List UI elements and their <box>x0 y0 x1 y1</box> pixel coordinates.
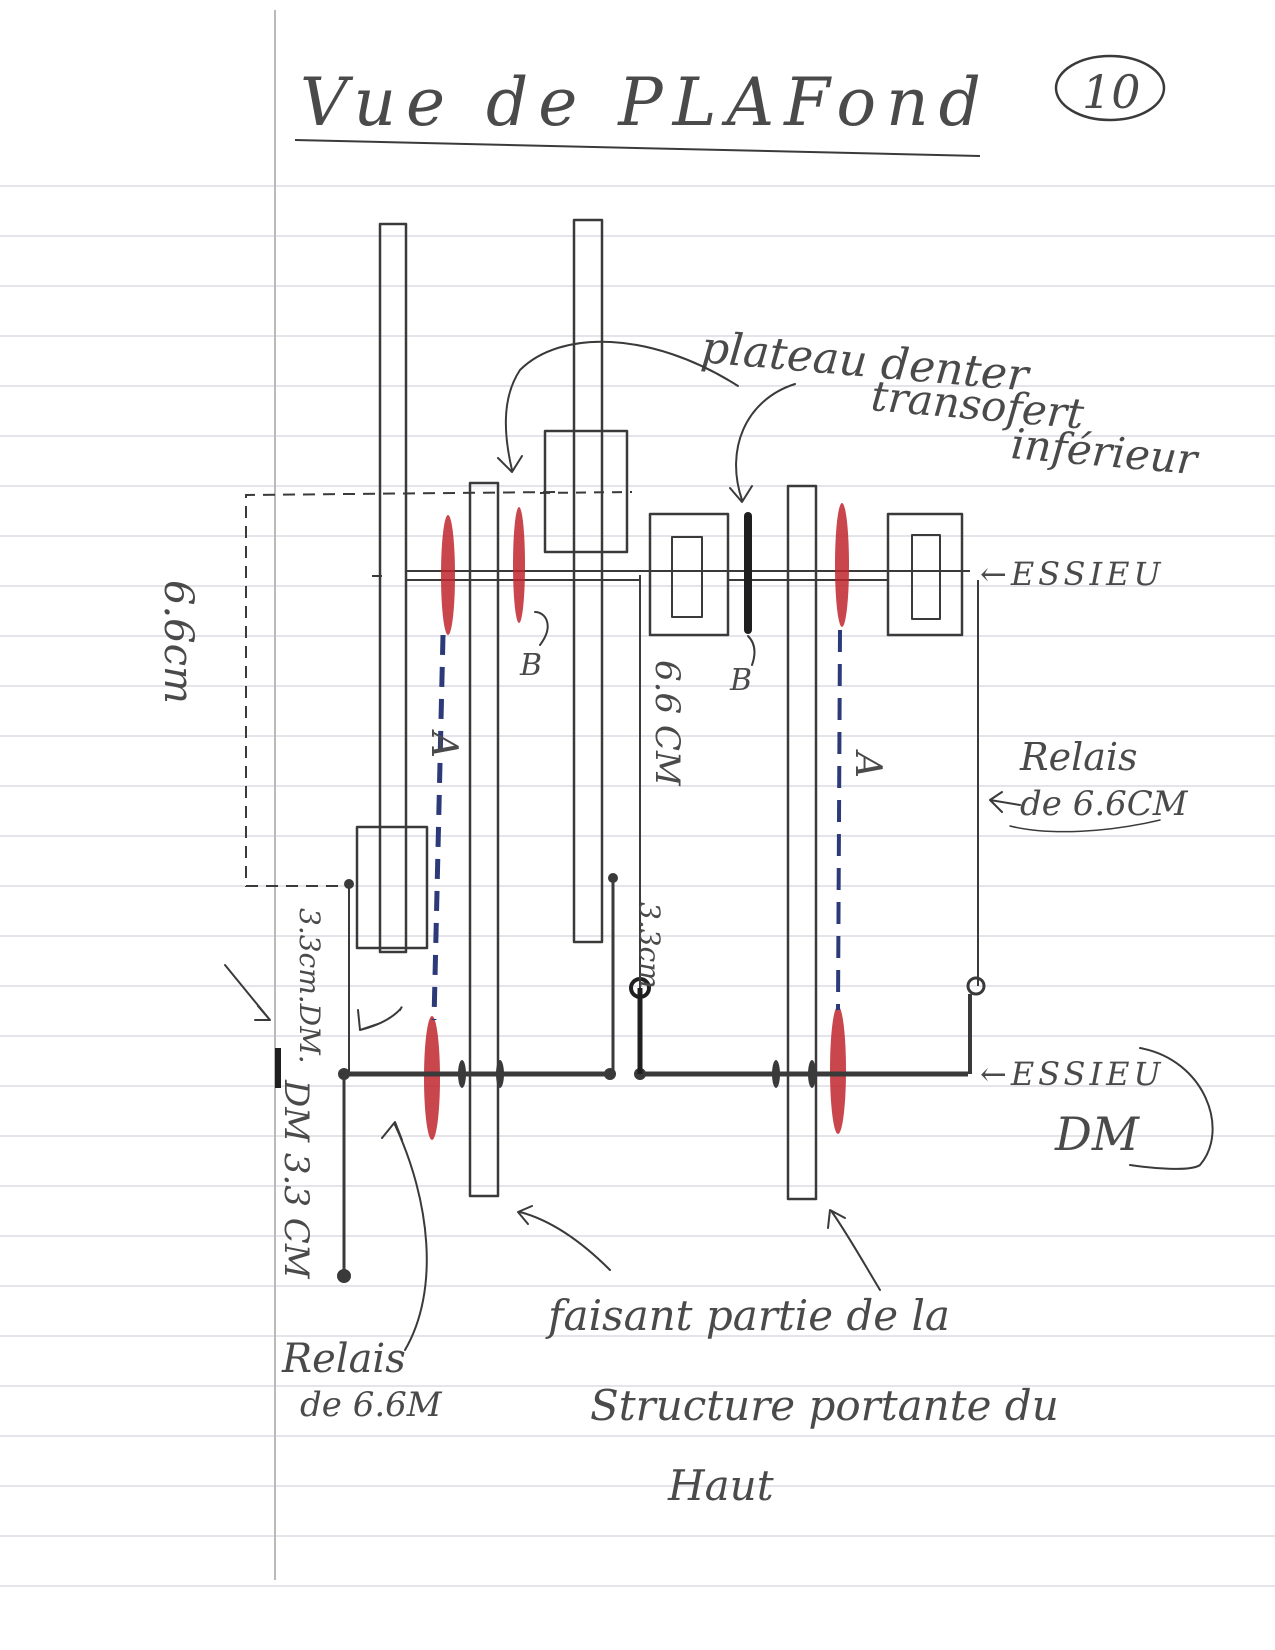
dim-left-dashed: 6.6cm <box>155 580 201 704</box>
pulley-box-middle-inner <box>671 536 703 618</box>
arrow-plateau-left <box>497 340 739 473</box>
label-essieu-dm: DM <box>1054 1107 1141 1161</box>
arrow-structure-right <box>827 1209 881 1291</box>
middle-upper-box <box>543 429 629 554</box>
label-structure-3: Haut <box>667 1461 774 1510</box>
dim-mid: 6.6 CM <box>647 660 687 787</box>
relay-node-left-bottom <box>337 1269 351 1283</box>
structure-bar-left <box>468 481 500 1198</box>
label-structure-2: Structure portante du <box>590 1381 1059 1430</box>
red-gear-top-mid <box>513 507 525 623</box>
structure-bar-right <box>786 484 818 1201</box>
label-essieu-top: ←ESSIEU <box>980 555 1164 593</box>
arrow-relais-left-1 <box>381 1121 428 1351</box>
dashed-outline <box>245 491 556 887</box>
page-title: Vue de PLAFond <box>300 64 991 141</box>
pulley-box-right-inner <box>911 534 941 620</box>
label-b-left: B <box>519 648 542 683</box>
bushing-4 <box>808 1060 816 1088</box>
arrow-relais-right <box>989 791 1021 813</box>
label-relais-right-1: Relais <box>1019 735 1138 779</box>
arrow-b-mid <box>747 635 756 666</box>
page-number: 10 <box>1082 65 1141 119</box>
red-gear-bottom-left <box>424 1016 440 1140</box>
pulley-box-middle <box>648 512 730 637</box>
bushing-1 <box>458 1060 466 1088</box>
left-tall-shaft <box>378 222 408 954</box>
arrow-b-left <box>534 611 549 646</box>
red-gear-top-right <box>835 503 849 627</box>
relay-node-mid-top <box>608 873 618 883</box>
arrow-plateau-right <box>729 383 796 503</box>
underline-relais-right <box>1009 819 1161 833</box>
label-plateau-3: inférieur <box>1009 419 1202 484</box>
label-a-left: A <box>423 729 464 758</box>
pulley-box-right <box>886 512 964 637</box>
label-b-mid: B <box>729 663 752 698</box>
left-lower-box <box>355 825 429 950</box>
label-essieu-bottom: ←ESSIEU <box>980 1055 1164 1093</box>
arrow-relais-left-2 <box>357 1006 403 1031</box>
dim-small-left: 3.3cm.DM. <box>293 908 326 1064</box>
label-relais-left-1: Relais <box>281 1336 406 1382</box>
arrow-structure-left <box>517 1205 611 1271</box>
relay-node-left-top <box>344 879 354 889</box>
dim-small-mid: 3.3cm <box>633 902 666 989</box>
arrow-to-mark <box>224 964 271 1021</box>
label-structure-1: faisant partie de la <box>545 1291 950 1340</box>
red-gear-bottom-right <box>830 1006 846 1134</box>
bushing-2 <box>496 1060 504 1088</box>
chain-a-right <box>836 629 842 1011</box>
label-a-right: A <box>847 749 888 778</box>
relay-node-right <box>966 976 986 996</box>
bushing-3 <box>772 1060 780 1088</box>
title-underline <box>294 139 981 157</box>
page-number-circle <box>1054 54 1166 122</box>
bracket-essieu-dm <box>1129 1047 1214 1170</box>
chain-a-left <box>431 634 446 1021</box>
label-relais-left-2: de 6.6M <box>300 1385 443 1425</box>
red-gear-top-left <box>441 515 455 635</box>
dim-bottom-left: DM 3.3 CM <box>276 1079 316 1280</box>
dashed-outline-top-right <box>539 491 633 494</box>
label-relais-right-2: de 6.6CM <box>1020 784 1189 824</box>
